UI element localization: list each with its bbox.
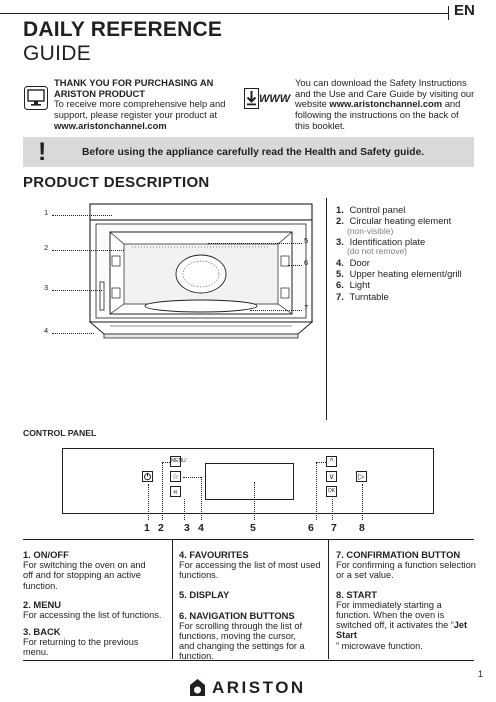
desc-heading: 4. FAVOURITES <box>179 549 249 560</box>
desc-heading: 7. CONFIRMATION BUTTON <box>336 549 461 560</box>
cp-number-2: 2 <box>158 522 164 534</box>
product-divider <box>326 198 327 420</box>
callout-3: 3 <box>44 283 49 292</box>
cp-number-5: 5 <box>250 522 256 534</box>
cp-leader-6v <box>316 462 317 520</box>
exclamation-icon: ! <box>38 138 47 166</box>
cp-leader-3 <box>184 499 185 520</box>
download-www-icon: WWW <box>244 88 291 115</box>
col-divider-1 <box>172 540 173 659</box>
warning-text: Before using the appliance carefully rea… <box>82 147 425 158</box>
warning-banner <box>23 137 474 167</box>
desc-body: For scrolling through the list of functi… <box>179 620 305 662</box>
descriptions-bottom-rule <box>23 660 474 661</box>
intro-right: You can download the Safety Instructions… <box>295 77 475 131</box>
monitor-icon <box>24 86 48 115</box>
product-description-title: PRODUCT DESCRIPTION <box>23 174 210 191</box>
cp-number-1: 1 <box>144 522 150 534</box>
desc-col-2: 4. FAVOURITES For accessing the list of … <box>179 549 324 662</box>
intro-left-heading: THANK YOU FOR PURCHASING AN ARISTON PROD… <box>54 77 214 99</box>
desc-body: For switching the oven on and off and fo… <box>23 560 146 591</box>
callout-7: 7 <box>304 303 309 312</box>
list-item: 6. Light <box>336 279 370 291</box>
callout-leader-6 <box>288 265 302 266</box>
list-item: 4. Door <box>336 256 370 268</box>
list-item: 3. Identification plate(do not remove) <box>336 236 426 257</box>
cp-leader-4 <box>183 477 201 478</box>
callout-leader-4 <box>52 333 94 334</box>
cp-number-4: 4 <box>198 522 204 534</box>
page-number: 1 <box>478 669 484 679</box>
product-parts-list: 1. Control panel 2. Circular heating ele… <box>336 204 462 302</box>
power-button-icon <box>142 471 153 482</box>
intro-left: THANK YOU FOR PURCHASING AN ARISTON PROD… <box>54 77 244 132</box>
cp-number-7: 7 <box>331 522 337 534</box>
nav-down-icon: v <box>326 471 337 482</box>
www-label: WWW <box>259 93 291 105</box>
desc-heading: 3. BACK <box>23 626 61 638</box>
desc-heading: 1. ON/OFF <box>23 549 69 560</box>
cp-leader-4v <box>201 477 202 520</box>
start-play-icon: ▷ <box>356 471 367 482</box>
cp-number-8: 8 <box>359 522 365 534</box>
callout-leader-1 <box>52 215 112 216</box>
menu-button-icon: MENU <box>170 456 186 467</box>
desc-heading: 5. DISPLAY <box>179 588 230 600</box>
oven-illustration <box>88 203 314 339</box>
cp-leader-5 <box>254 482 255 520</box>
control-panel-title: CONTROL PANEL <box>23 428 97 438</box>
nav-up-icon: ^ <box>326 456 337 467</box>
display-window <box>205 463 294 500</box>
desc-body: For immediately starting a function. Whe… <box>336 599 468 651</box>
desc-heading: 8. START <box>336 588 377 600</box>
callout-leader-7 <box>250 310 302 311</box>
callout-leader-5 <box>208 243 302 244</box>
list-item: 1. Control panel <box>336 204 406 215</box>
cp-number-6: 6 <box>308 522 314 534</box>
page-title-line2: GUIDE <box>23 42 92 65</box>
callout-2: 2 <box>44 243 49 252</box>
desc-body: For accessing the list of functions. <box>23 609 162 620</box>
language-code: EN <box>454 2 475 19</box>
header-rule <box>0 13 448 14</box>
brand-wordmark: ARISTON <box>212 678 306 697</box>
callout-leader-2 <box>52 250 124 251</box>
desc-heading: 2. MENU <box>23 598 62 610</box>
intro-left-text: To receive more comprehensive help and s… <box>54 98 226 131</box>
desc-body: For confirming a function selection or a… <box>336 560 476 581</box>
desc-heading: 6. NAVIGATION BUTTONS <box>179 609 295 621</box>
back-button-icon: « <box>170 486 181 497</box>
callout-leader-3 <box>52 290 102 291</box>
callout-6: 6 <box>304 258 309 267</box>
ariston-logo-icon <box>189 678 206 702</box>
col-divider-2 <box>328 540 329 659</box>
cp-leader-2 <box>162 462 170 463</box>
cp-leader-8 <box>362 484 363 520</box>
cp-leader-7 <box>332 499 333 520</box>
list-item: 5. Upper heating element/grill <box>336 268 462 280</box>
desc-col-1: 1. ON/OFF For switching the oven on and … <box>23 549 168 658</box>
cp-leader-6 <box>316 462 326 463</box>
register-link[interactable]: www.aristonchannel.com <box>54 119 167 131</box>
callout-5: 5 <box>304 236 309 245</box>
callout-4: 4 <box>44 326 49 335</box>
control-panel-drawing <box>62 448 434 514</box>
desc-col-3: 7. CONFIRMATION BUTTON For confirming a … <box>336 549 481 651</box>
cp-number-3: 3 <box>184 522 190 534</box>
cp-leader-1 <box>148 484 149 520</box>
list-item: 7. Turntable <box>336 290 389 302</box>
ok-button-icon: OK <box>326 486 337 497</box>
list-item: 2. Circular heating element(non-visible) <box>336 215 452 236</box>
page-title-line1: DAILY REFERENCE <box>23 18 223 41</box>
callout-1: 1 <box>44 208 49 217</box>
desc-body: For accessing the list of most used func… <box>179 560 321 581</box>
favourites-star-icon: ☆ <box>170 471 181 482</box>
desc-body: For returning to the previous menu. <box>23 637 139 658</box>
header-tick <box>448 6 449 20</box>
download-link[interactable]: www.aristonchannel.com <box>329 98 443 110</box>
descriptions-top-rule <box>23 539 474 540</box>
cp-leader-2v <box>162 462 163 520</box>
